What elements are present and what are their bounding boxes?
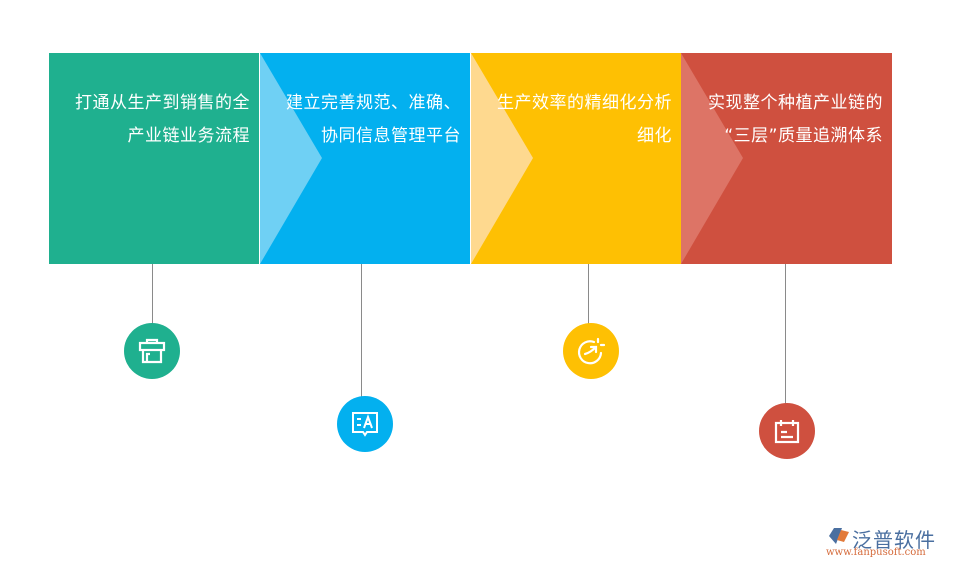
briefcase-icon <box>138 338 166 364</box>
connector-line-2 <box>361 264 362 397</box>
step-2-line1: 建立完善规范、准确、 <box>286 93 461 113</box>
step-1-line2: 产业链业务流程 <box>127 126 250 146</box>
logo-name: 泛普软件 <box>852 528 936 552</box>
step-4-text: 实现整个种植产业链的 “三层”质量追溯体系 <box>683 87 883 153</box>
connector-line-4 <box>785 264 786 404</box>
step-3-text: 生产效率的精细化分析 细化 <box>472 87 672 153</box>
step-2-line2: 协同信息管理平台 <box>321 126 461 146</box>
step-panel-1: 打通从生产到销售的全 产业链业务流程 <box>49 53 259 264</box>
step-2-icon-circle <box>337 396 393 452</box>
calendar-icon <box>774 420 800 444</box>
step-4-line2: “三层”质量追溯体系 <box>724 126 883 146</box>
step-1-line1: 打通从生产到销售的全 <box>75 93 250 113</box>
step-3-line2: 细化 <box>637 126 672 146</box>
step-2-text: 建立完善规范、准确、 协同信息管理平台 <box>261 87 461 153</box>
connector-line-3 <box>588 264 589 324</box>
step-1-icon-circle <box>124 323 180 379</box>
step-panel-4: 实现整个种植产业链的 “三层”质量追溯体系 <box>681 53 892 264</box>
chevron-arrow-shape <box>260 53 322 264</box>
step-1-text: 打通从生产到销售的全 产业链业务流程 <box>50 87 250 153</box>
step-4-line1: 实现整个种植产业链的 <box>708 93 883 113</box>
step-panel-2: 建立完善规范、准确、 协同信息管理平台 <box>260 53 470 264</box>
step-3-line1: 生产效率的精细化分析 <box>497 93 672 113</box>
chevron-arrow-shape <box>471 53 533 264</box>
growth-arrow-icon <box>577 337 606 365</box>
step-4-icon-circle <box>759 403 815 459</box>
step-panel-3: 生产效率的精细化分析 细化 <box>471 53 681 264</box>
translate-message-icon <box>352 412 378 437</box>
chevron-arrow-shape <box>681 53 743 264</box>
connector-line-1 <box>152 264 153 324</box>
logo-url: www.fanpusoft.com <box>826 547 926 558</box>
fanpu-logo: 泛普软件 www.fanpusoft.com <box>826 524 951 564</box>
logo-mark-icon <box>829 528 849 544</box>
step-3-icon-circle <box>563 323 619 379</box>
